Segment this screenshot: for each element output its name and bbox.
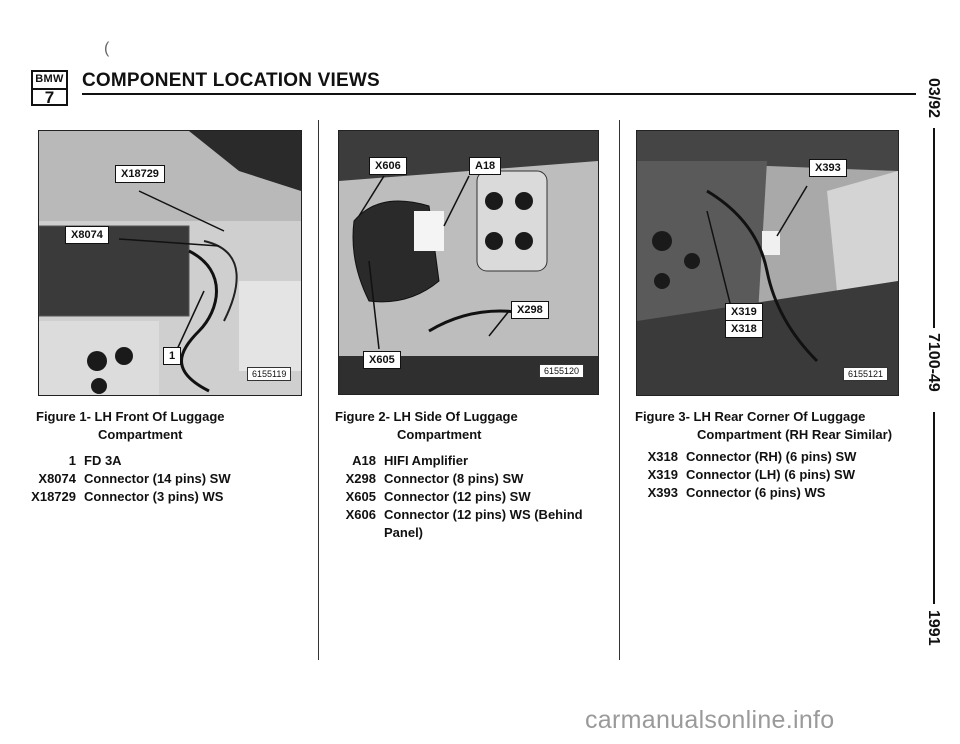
caption-line: Compartment bbox=[98, 427, 183, 442]
logo-series-number: 7 bbox=[44, 88, 55, 107]
legend-desc: Panel) bbox=[384, 525, 424, 540]
legend-code: X606 bbox=[345, 507, 376, 522]
legend-desc: Connector (12 pins) WS (Behind bbox=[384, 507, 583, 522]
legend-code: 1 bbox=[68, 453, 76, 468]
callout-x393: X393 bbox=[809, 159, 847, 177]
legend-row: X319 Connector (LH) (6 pins) SW bbox=[620, 466, 920, 484]
column-divider-1 bbox=[318, 120, 319, 660]
photo-number: 6155121 bbox=[843, 367, 889, 381]
callout-x319: X319 bbox=[725, 303, 763, 321]
legend-code: X319 bbox=[647, 467, 678, 482]
watermark-text: carmanualsonline.info bbox=[585, 706, 835, 734]
callout-x606: X606 bbox=[369, 157, 407, 175]
legend-code: X298 bbox=[345, 471, 376, 486]
scan-mark: ( bbox=[104, 40, 110, 57]
sidebar-rule-2 bbox=[933, 412, 935, 604]
sidebar-rule-1 bbox=[933, 128, 935, 328]
figure-2-photo: X606 A18 X298 X605 6155120 bbox=[338, 130, 599, 395]
sidebar-year: 1991 bbox=[925, 610, 942, 646]
callout-x605: X605 bbox=[363, 351, 401, 369]
figure-1-caption: Figure 1- LH Front Of Luggage Compartmen… bbox=[36, 408, 306, 444]
legend-code: X318 bbox=[647, 449, 678, 464]
caption-line: Figure 3- LH Rear Corner Of Luggage bbox=[635, 409, 866, 424]
legend-row: Panel) bbox=[318, 524, 613, 542]
caption-line: Compartment bbox=[397, 427, 482, 442]
legend-row: X318 Connector (RH) (6 pins) SW bbox=[620, 448, 920, 466]
legend-row: X605 Connector (12 pins) SW bbox=[318, 488, 613, 506]
header-rule bbox=[82, 93, 916, 95]
legend-desc: Connector (LH) (6 pins) SW bbox=[686, 467, 855, 482]
legend-code bbox=[318, 524, 384, 542]
legend-code: X605 bbox=[345, 489, 376, 504]
legend-desc: Connector (12 pins) SW bbox=[384, 489, 531, 504]
legend-code: X8074 bbox=[38, 471, 76, 486]
logo-top-text: BMW bbox=[33, 72, 66, 90]
figure-1-legend: 1 FD 3A X8074 Connector (14 pins) SW X1872… bbox=[18, 452, 308, 506]
legend-desc: Connector (8 pins) SW bbox=[384, 471, 524, 486]
legend-desc: Connector (RH) (6 pins) SW bbox=[686, 449, 857, 464]
figure-3-caption: Figure 3- LH Rear Corner Of Luggage Comp… bbox=[635, 408, 935, 444]
caption-line: Figure 2- LH Side Of Luggage bbox=[335, 409, 518, 424]
bmw-logo: BMW 7 bbox=[31, 70, 68, 106]
figure-3-photo: X393 X319 X318 6155121 bbox=[636, 130, 899, 396]
callout-x318: X318 bbox=[725, 320, 763, 338]
legend-row: 1 FD 3A bbox=[18, 452, 308, 470]
callout-x8074: X8074 bbox=[65, 226, 109, 244]
caption-line: Figure 1- LH Front Of Luggage bbox=[36, 409, 225, 424]
legend-code: A18 bbox=[352, 453, 376, 468]
figure-2-caption: Figure 2- LH Side Of Luggage Compartment bbox=[335, 408, 605, 444]
legend-desc: Connector (14 pins) SW bbox=[84, 471, 231, 486]
column-divider-2 bbox=[619, 120, 620, 660]
legend-row: X298 Connector (8 pins) SW bbox=[318, 470, 613, 488]
legend-row: X8074 Connector (14 pins) SW bbox=[18, 470, 308, 488]
sidebar-page-number: 7100-49 bbox=[925, 333, 942, 392]
page-title: COMPONENT LOCATION VIEWS bbox=[82, 70, 380, 91]
photo-number: 6155119 bbox=[247, 367, 292, 381]
legend-code: X393 bbox=[647, 485, 678, 500]
legend-desc: FD 3A bbox=[84, 453, 122, 468]
legend-row: A18 HIFI Amplifier bbox=[318, 452, 613, 470]
photo-number: 6155120 bbox=[539, 364, 585, 378]
figure-1-photo: X18729 X8074 1 6155119 bbox=[38, 130, 302, 396]
legend-code: X18729 bbox=[31, 489, 76, 504]
callout-x298: X298 bbox=[511, 301, 549, 319]
legend-row: X393 Connector (6 pins) WS bbox=[620, 484, 920, 502]
legend-desc: Connector (6 pins) WS bbox=[686, 485, 826, 500]
callout-1: 1 bbox=[163, 347, 182, 365]
caption-line: Compartment (RH Rear Similar) bbox=[697, 427, 893, 442]
callout-x18729: X18729 bbox=[115, 165, 165, 183]
callout-a18: A18 bbox=[469, 157, 502, 175]
figure-2-legend: A18 HIFI Amplifier X298 Connector (8 pins)… bbox=[318, 452, 613, 542]
sidebar-date: 03/92 bbox=[925, 78, 942, 119]
legend-row: X606 Connector (12 pins) WS (Behind bbox=[318, 506, 613, 524]
legend-row: X18729 Connector (3 pins) WS bbox=[18, 488, 308, 506]
legend-desc: HIFI Amplifier bbox=[384, 453, 469, 468]
legend-desc: Connector (3 pins) WS bbox=[84, 489, 224, 504]
